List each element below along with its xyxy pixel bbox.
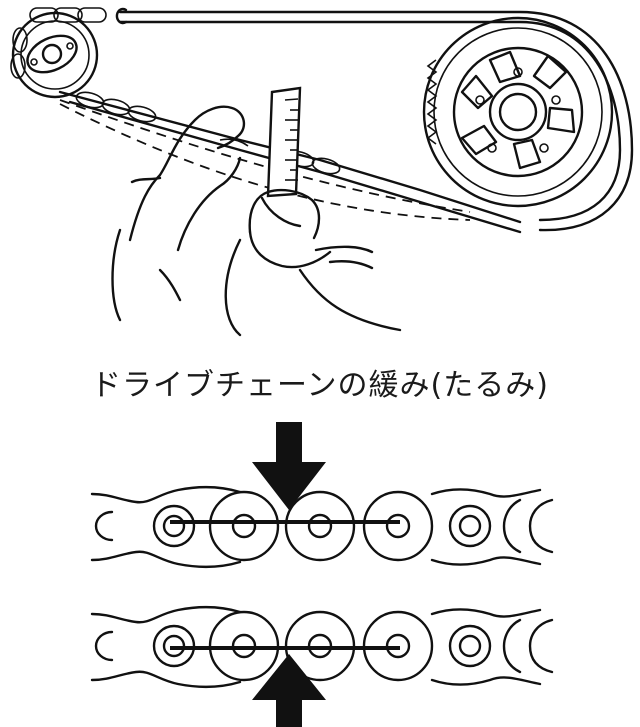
chain-slack-pushed-up	[90, 606, 554, 727]
left-hand	[111, 105, 249, 322]
right-hand	[224, 188, 402, 337]
ruler	[266, 86, 302, 198]
front-sprocket	[10, 11, 99, 99]
sprocket-chain-illustration	[10, 7, 634, 337]
caption: ドライブチェーンの緩み(たるみ)	[91, 368, 549, 403]
rear-sprocket	[422, 16, 614, 208]
chain-slack-pressed-down	[90, 422, 554, 568]
lower-chain-links	[75, 91, 341, 175]
